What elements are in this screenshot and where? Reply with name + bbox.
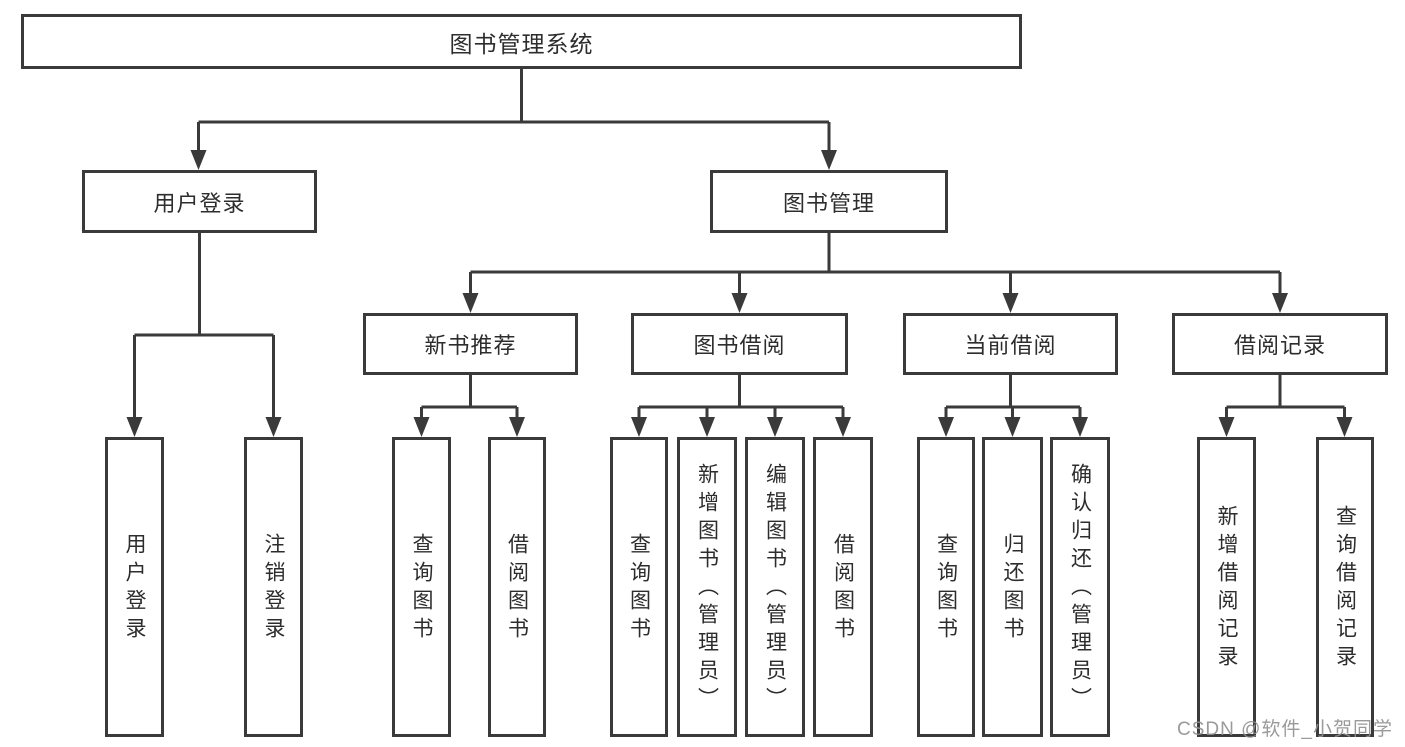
leaf-return-book: 归还图书 (982, 437, 1043, 737)
arrow-down-icon (1002, 293, 1019, 313)
node-book-management: 图书管理 (710, 170, 948, 233)
leaf-confirm-return-admin: 确认归还（管理员） (1050, 437, 1110, 737)
leaf-borrow-book-recommend: 借阅图书 (488, 437, 546, 737)
edge-borrowrecord-to-leaves (1225, 375, 1346, 419)
leaf-add-book-admin: 新增图书（管理员） (677, 437, 737, 737)
edge-userlogin-to-leaves (133, 233, 275, 419)
arrow-down-icon (835, 417, 851, 437)
arrow-down-icon (731, 293, 748, 313)
node-user-login: 用户登录 (82, 170, 317, 233)
edge-newbook-to-leaves (420, 375, 519, 419)
node-root-library-management-system: 图书管理系统 (21, 14, 1022, 69)
arrow-down-icon (821, 150, 837, 170)
leaf-query-book-borrow: 查询图书 (610, 437, 668, 737)
arrow-down-icon (938, 417, 954, 437)
edge-bookmgmt-to-level3 (469, 233, 1282, 295)
arrowheads (126, 150, 1353, 437)
node-current-borrow: 当前借阅 (903, 313, 1118, 375)
arrow-down-icon (1072, 417, 1088, 437)
edge-currentborrow-to-leaves (944, 375, 1082, 419)
arrow-down-icon (126, 417, 143, 437)
leaf-user-login: 用户登录 (105, 437, 164, 737)
leaf-query-borrow-record: 查询借阅记录 (1316, 437, 1374, 737)
leaf-query-book-recommend: 查询图书 (392, 437, 451, 737)
arrow-down-icon (1218, 417, 1235, 437)
edge-root-to-level2 (197, 69, 831, 152)
leaf-edit-book-admin: 编辑图书（管理员） (745, 437, 805, 737)
node-new-book-recommend: 新书推荐 (363, 313, 578, 375)
leaf-add-borrow-record: 新增借阅记录 (1197, 437, 1256, 737)
node-book-borrow: 图书借阅 (631, 313, 848, 375)
leaf-logout: 注销登录 (244, 437, 303, 737)
leaf-query-book-current: 查询图书 (917, 437, 975, 737)
arrow-down-icon (462, 293, 479, 313)
arrow-down-icon (631, 417, 647, 437)
arrow-down-icon (1272, 293, 1288, 313)
arrow-down-icon (509, 417, 525, 437)
leaf-borrow-book: 借阅图书 (813, 437, 873, 737)
arrow-down-icon (1336, 417, 1353, 437)
arrow-down-icon (699, 417, 715, 437)
arrow-down-icon (190, 150, 207, 170)
edge-bookborrow-to-leaves (637, 375, 845, 419)
node-borrow-records: 借阅记录 (1172, 313, 1388, 375)
arrow-down-icon (1004, 417, 1021, 437)
arrow-down-icon (265, 417, 282, 437)
arrow-down-icon (767, 417, 783, 437)
csdn-watermark: CSDN @软件_小贺同学 (1177, 719, 1393, 740)
arrow-down-icon (413, 417, 430, 437)
